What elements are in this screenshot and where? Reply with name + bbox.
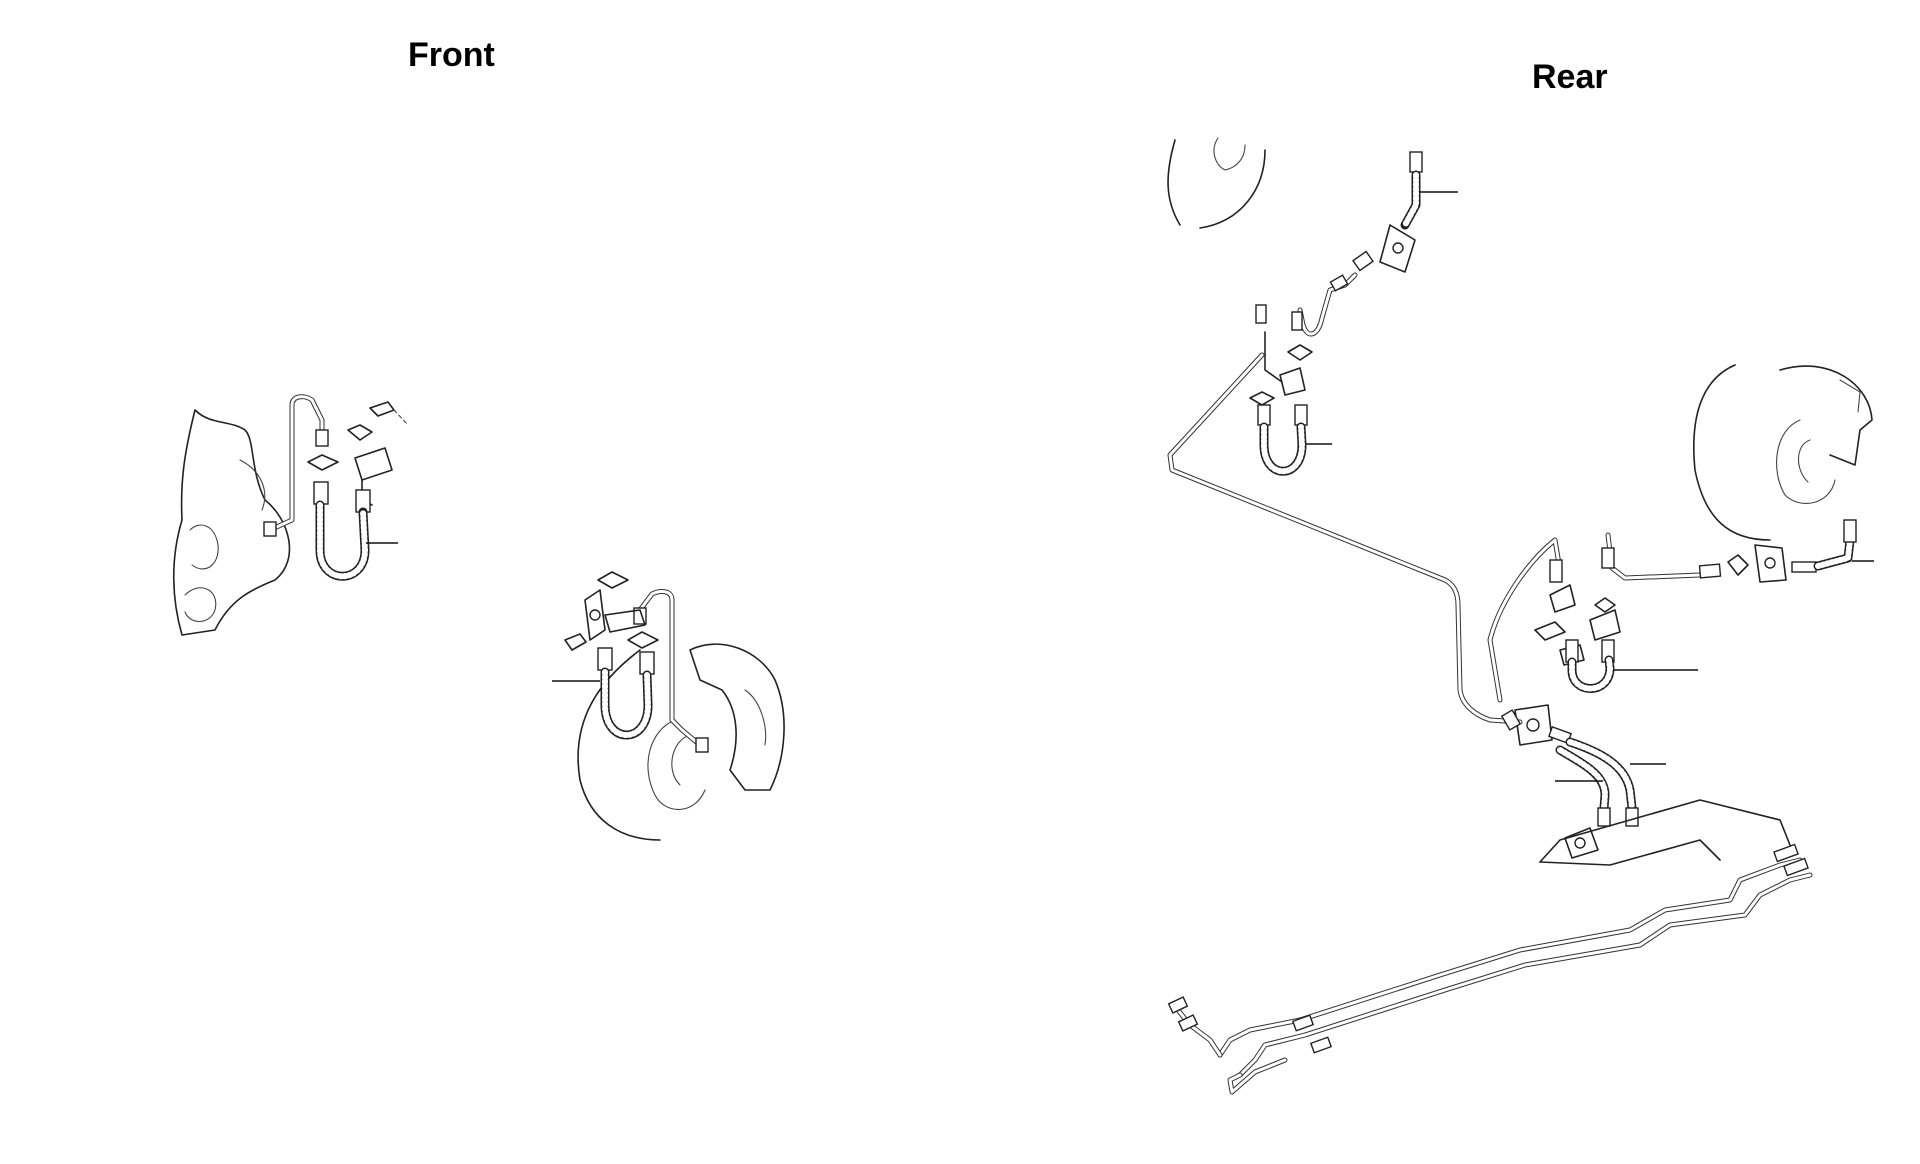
front-right-hose-assembly xyxy=(552,571,785,841)
front-section-title: Front xyxy=(408,36,495,74)
rear-section-title: Rear xyxy=(1532,58,1608,96)
rear-brake-line-assembly xyxy=(1167,137,1874,1095)
front-left-hose-assembly xyxy=(172,394,409,636)
